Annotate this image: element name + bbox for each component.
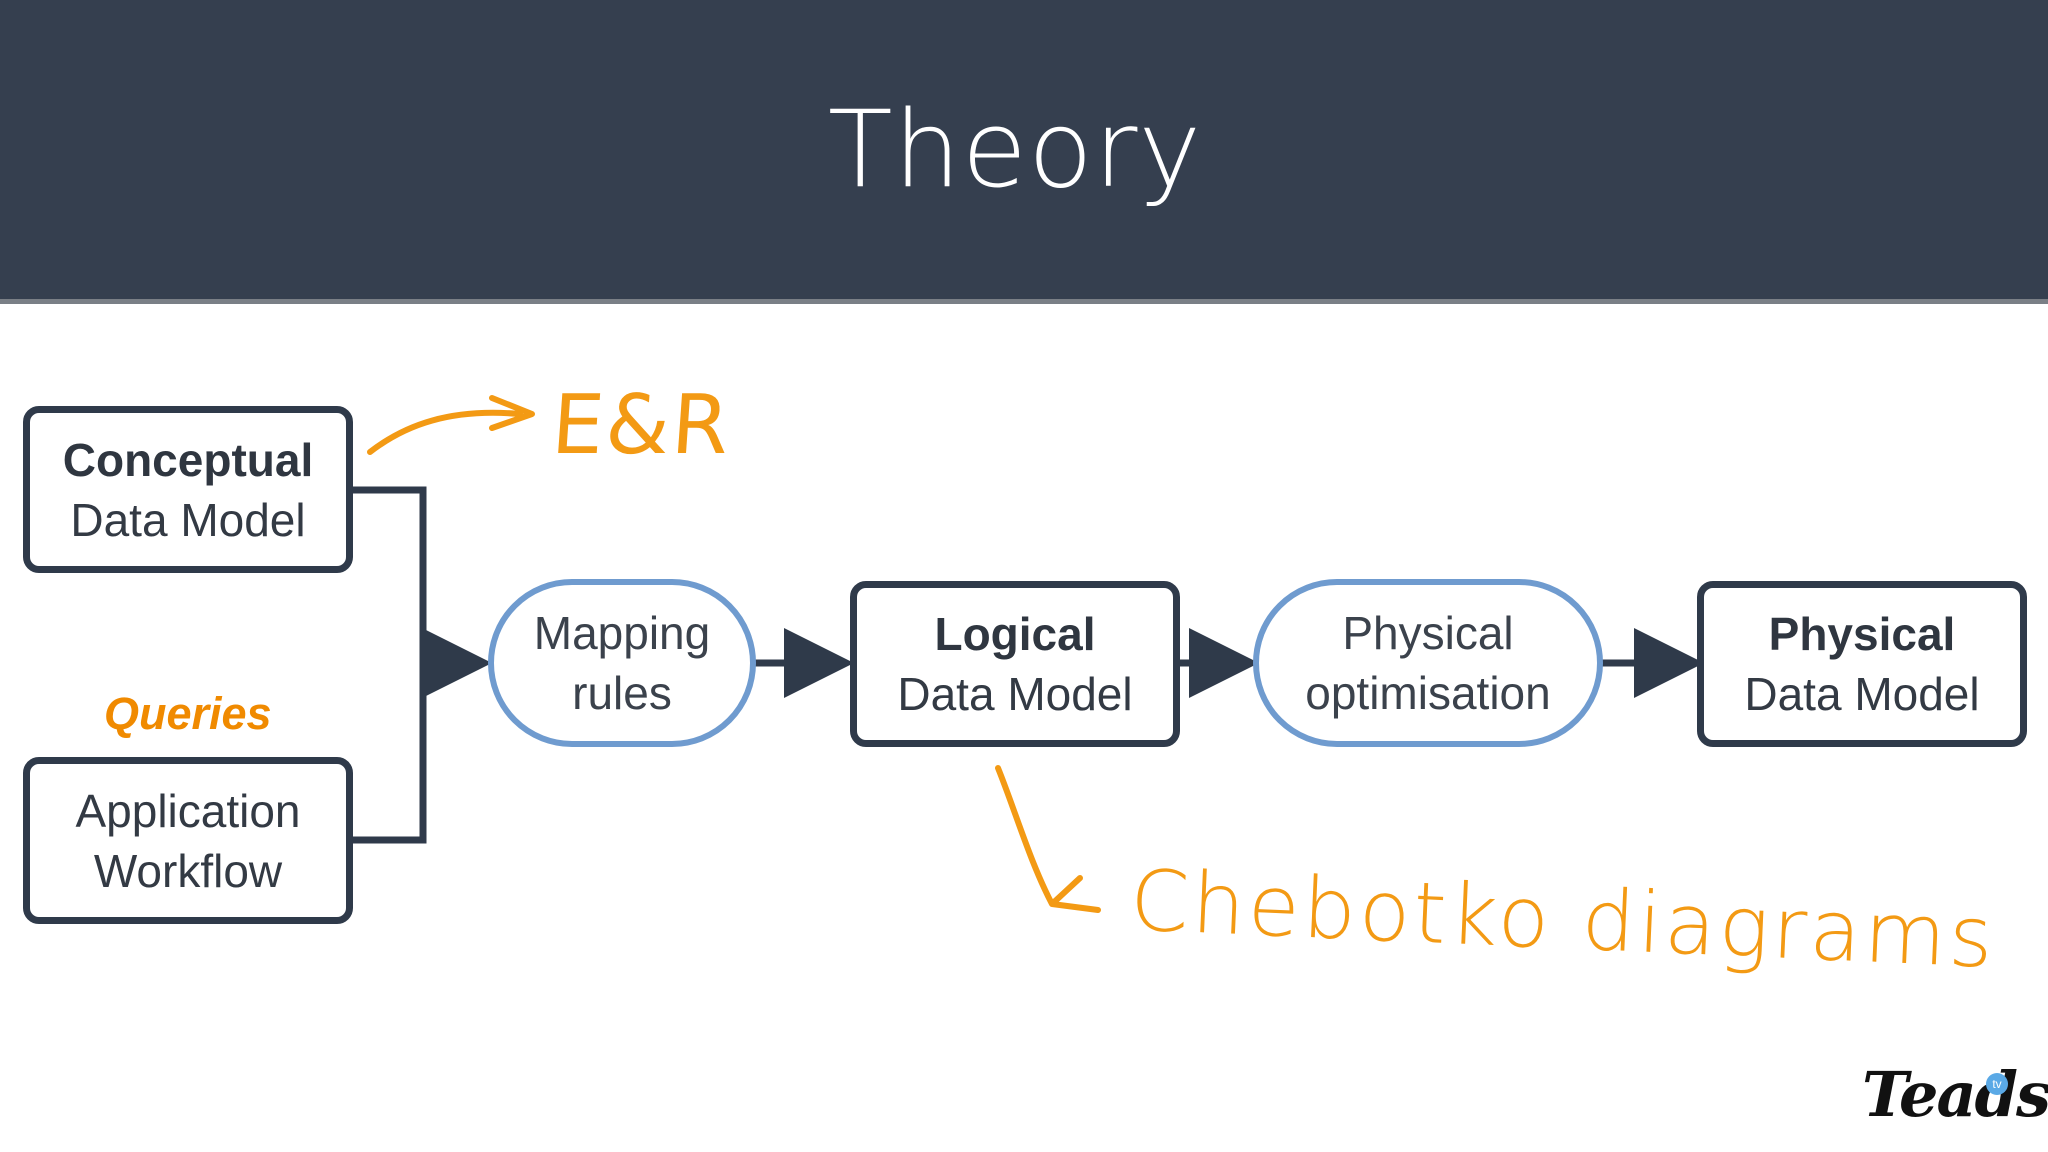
tv-badge-icon: tv [1986, 1073, 2008, 1095]
conceptual-label: Conceptual [62, 433, 314, 486]
queries-label: Queries [104, 688, 272, 739]
slide-title: Theory [827, 88, 1203, 211]
optimisation-sublabel: optimisation [1305, 667, 1551, 719]
optimisation-label: Physical [1342, 607, 1514, 659]
mapping-sublabel: rules [572, 667, 672, 719]
logical-label: Logical [934, 608, 1096, 660]
mapping-label: Mapping [533, 607, 711, 659]
conceptual-sublabel: Data Model [70, 493, 306, 546]
application-sublabel: Workflow [93, 844, 283, 897]
logical-sublabel: Data Model [897, 668, 1133, 720]
title-bar-divider [0, 299, 2048, 304]
teads-logo: Teads [1862, 1058, 2048, 1131]
chebotko-annotation-arrow [995, 765, 1101, 913]
physical-label: Physical [1768, 608, 1956, 660]
application-workflow-box: Application Workflow [23, 757, 353, 924]
physical-optimisation-node: Physical optimisation [1253, 579, 1603, 747]
application-label: Application [75, 784, 301, 837]
connector-application-to-mapping [352, 663, 427, 844]
title-bar [0, 0, 2048, 299]
er-annotation-arrow [367, 395, 535, 455]
logical-data-model-box: Logical Data Model [850, 581, 1180, 747]
connector-conceptual-to-mapping [352, 486, 492, 698]
conceptual-data-model-box: Conceptual Data Model [23, 406, 353, 573]
physical-sublabel: Data Model [1744, 668, 1980, 720]
er-annotation: E&R [548, 378, 735, 473]
physical-data-model-box: Physical Data Model [1697, 581, 2027, 747]
mapping-rules-node: Mapping rules [488, 579, 756, 747]
